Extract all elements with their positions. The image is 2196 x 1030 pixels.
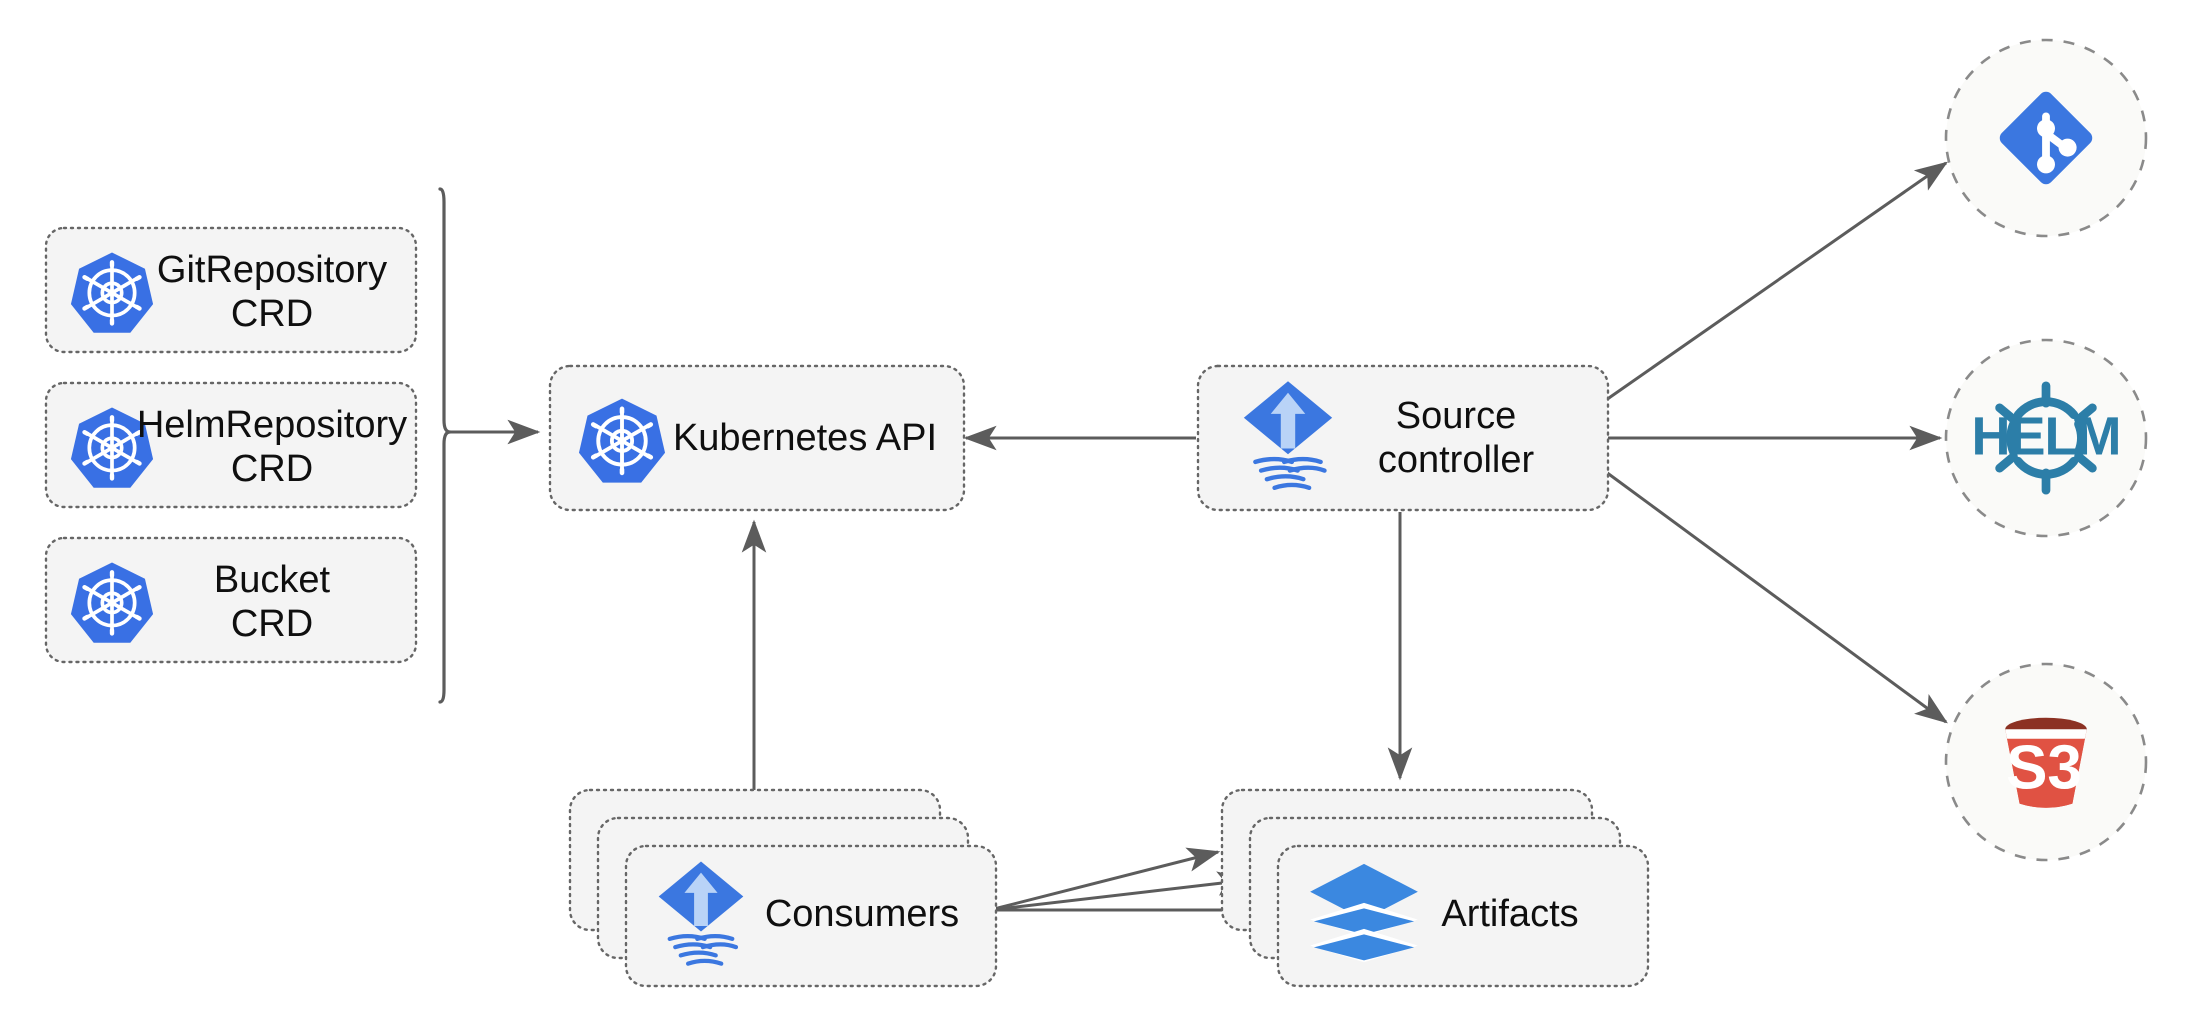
crd-label-line2: CRD	[231, 448, 313, 490]
external-source-s3[interactable]: S3	[1944, 662, 2148, 862]
edge-source-controller-to-git	[1605, 161, 1948, 402]
edge-consumers-to-artifacts-2	[989, 871, 1251, 912]
kubernetes-api-label: Kubernetes API	[673, 417, 937, 459]
helm-wordmark: HELM	[1972, 406, 2121, 466]
edge-consumers-to-artifacts-1	[989, 847, 1221, 912]
source-controller-label-line1: Source	[1396, 395, 1516, 437]
node-consumers[interactable]: Consumers	[568, 788, 998, 988]
crd-label-line1: Bucket	[214, 559, 331, 601]
consumers-label: Consumers	[765, 893, 959, 935]
crd-label-line2: CRD	[231, 603, 313, 645]
crd-box-bucket[interactable]: Bucket CRD	[44, 536, 418, 664]
s3-wordmark: S3	[2006, 733, 2082, 802]
artifacts-label: Artifacts	[1441, 893, 1578, 935]
crd-box-gitrepository[interactable]: GitRepository CRD	[44, 226, 418, 354]
crd-box-helmrepository[interactable]: HelmRepository CRD	[44, 381, 418, 509]
external-source-git[interactable]	[1944, 38, 2148, 238]
node-artifacts[interactable]: Artifacts	[1220, 788, 1650, 988]
crd-group-brace	[438, 187, 452, 704]
crd-group: GitRepository CRD HelmRepository CRD Buc…	[44, 226, 418, 664]
external-source-helm[interactable]: HELM	[1944, 338, 2148, 538]
crd-label-line1: GitRepository	[157, 249, 387, 291]
edge-source-controller-to-s3	[1605, 470, 1948, 724]
crd-label-line1: HelmRepository	[137, 404, 407, 446]
source-controller-label-line2: controller	[1378, 439, 1535, 481]
node-source-controller[interactable]: Source controller	[1196, 364, 1610, 512]
edges-layer	[438, 161, 1948, 923]
node-kubernetes-api[interactable]: Kubernetes API	[548, 364, 966, 512]
crd-label-line2: CRD	[231, 293, 313, 335]
